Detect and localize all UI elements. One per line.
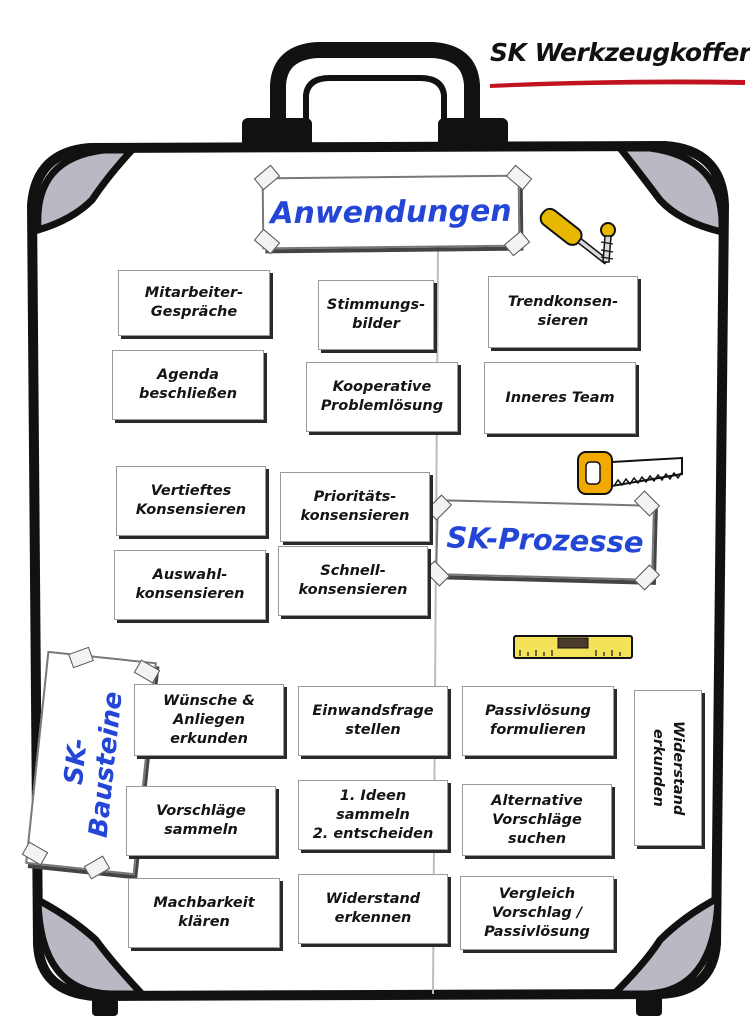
- card-widerstand-erkunden: Widerstand erkunden: [634, 690, 702, 846]
- card-inneres-team: Inneres Team: [484, 362, 636, 434]
- card-kooperative-problemloesung: Kooperative Problemlösung: [306, 362, 458, 432]
- card-trendkonsensieren: Trendkonsen- sieren: [488, 276, 638, 348]
- screw-icon: [600, 222, 616, 263]
- title-underline: [490, 79, 745, 88]
- heading-sk-bausteine-label: SK- Bausteine: [58, 690, 129, 839]
- saw-icon: [577, 451, 683, 495]
- screwdriver-icon: [539, 207, 609, 265]
- card-vertieftes-konsensieren: Vertieftes Konsensieren: [116, 466, 266, 536]
- card-vergleich-vorschlag-passivloesung: Vergleich Vorschlag / Passivlösung: [460, 876, 614, 950]
- card-machbarkeit-klaeren: Machbarkeit klären: [128, 878, 280, 948]
- suitcase-handle: [242, 42, 508, 148]
- page-title: SK Werkzeugkoffer: [490, 38, 750, 67]
- suitcase-wheels: [92, 994, 662, 1016]
- heading-anwendungen: Anwendungen: [261, 174, 521, 250]
- card-stimmungsbilder: Stimmungs- bilder: [318, 280, 434, 350]
- spirit-level-icon: [513, 635, 633, 659]
- card-einwandsfrage-stellen: Einwandsfrage stellen: [298, 686, 448, 756]
- heading-sk-prozesse: SK-Prozesse: [435, 499, 655, 581]
- card-prioritaets-konsensieren: Prioritäts- konsensieren: [280, 472, 430, 542]
- card-widerstand-erkennen: Widerstand erkennen: [298, 874, 448, 944]
- card-auswahl-konsensieren: Auswahl- konsensieren: [114, 550, 266, 620]
- card-passivloesung-formulieren: Passivlösung formulieren: [462, 686, 614, 756]
- card-schnell-konsensieren: Schnell- konsensieren: [278, 546, 428, 616]
- card-wuensche-anliegen-erkunden: Wünsche & Anliegen erkunden: [134, 684, 284, 756]
- card-alternative-vorschlaege-suchen: Alternative Vorschläge suchen: [462, 784, 612, 856]
- card-agenda-beschliessen: Agenda beschließen: [112, 350, 264, 420]
- card-ideen-sammeln-entscheiden: 1. Ideen sammeln 2. entscheiden: [298, 780, 448, 850]
- card-vorschlaege-sammeln: Vorschläge sammeln: [126, 786, 276, 856]
- corner-protectors: [34, 144, 726, 998]
- card-mitarbeiter-gespraeche: Mitarbeiter- Gespräche: [118, 270, 270, 336]
